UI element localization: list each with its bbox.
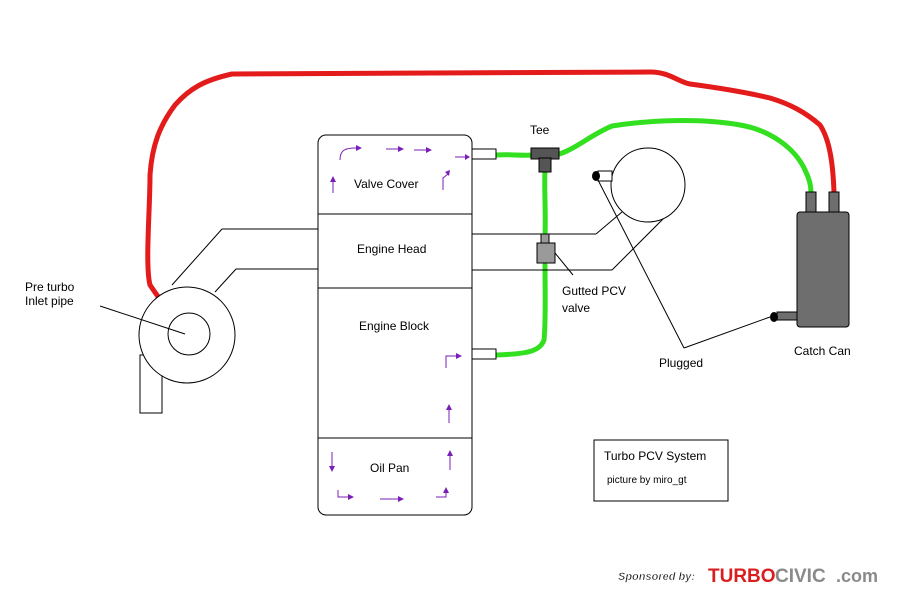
flow-arrow-head <box>465 154 470 160</box>
intake-line-lower-diag <box>214 268 237 293</box>
sponsor-brand-red: TURBO <box>708 566 776 587</box>
title-box-title: Turbo PCV System <box>604 449 706 463</box>
flow-arrow <box>436 492 447 498</box>
catch-can-body <box>796 211 850 328</box>
flow-arrow <box>445 355 456 368</box>
leader-gutted-pcv <box>554 252 574 276</box>
flow-arrow-head <box>447 450 453 456</box>
catch-can-inlet-left <box>805 191 817 215</box>
sponsor-prefix: Sponsored by: <box>618 571 695 583</box>
title-box-frame <box>593 439 729 502</box>
plugged-label: Plugged <box>659 356 703 370</box>
flow-arrow <box>339 147 357 161</box>
sponsor-banner: Sponsored by: TURBO CIVIC .com <box>618 566 878 587</box>
flow-arrow-head <box>446 404 452 410</box>
oil-pan-label: Oil Pan <box>370 461 409 475</box>
pcv-valve <box>536 233 556 264</box>
canister-body <box>610 147 686 223</box>
plugged-canister <box>592 147 686 223</box>
valve-cover-label: Valve Cover <box>354 177 418 191</box>
flow-arrow-head <box>398 496 404 502</box>
green-hose-pcv-to-block <box>493 262 548 358</box>
flow-arrow-head <box>330 176 336 182</box>
turbo-inlet <box>167 312 211 356</box>
head-line-lower-diag <box>611 209 673 271</box>
title-box-credit: picture by miro_gt <box>607 475 687 486</box>
canister-port <box>597 170 613 182</box>
intake-line-upper-diag <box>171 228 223 286</box>
valve-cover-fitting <box>471 148 497 160</box>
catch-can-label: Catch Can <box>794 344 851 358</box>
flow-arrow-head <box>456 353 462 359</box>
flow-arrow-head <box>398 146 404 152</box>
pre-turbo-label-line1: Pre turbo <box>25 280 75 294</box>
green-hose-tee-to-catch-can <box>553 118 814 195</box>
engine-block-fitting <box>471 348 497 360</box>
pcv-valve-body <box>536 242 556 264</box>
leader-plugged-canister <box>597 179 685 349</box>
head-line-upper-diag <box>595 211 623 235</box>
flow-arrow-head <box>445 170 450 176</box>
catch-can-plug <box>770 312 778 322</box>
gutted-pcv-label-line2: valve <box>562 301 590 315</box>
engine-head-label: Engine Head <box>357 242 426 256</box>
green-hose-tee-to-pcv <box>542 167 548 239</box>
tee-label: Tee <box>530 123 550 137</box>
flow-arrows <box>329 145 470 502</box>
tee-stem <box>538 157 552 173</box>
sponsor-suffix: .com <box>836 566 878 586</box>
flow-arrow-head <box>329 466 335 472</box>
flow-arrow-head <box>356 145 362 151</box>
engine <box>317 134 473 516</box>
flow-arrow-head <box>443 487 449 493</box>
flow-arrow-head <box>426 147 432 153</box>
gutted-pcv-label-line1: Gutted PCV <box>562 284 626 298</box>
catch-can-inlet-right <box>828 191 840 215</box>
engine-outline <box>317 134 473 516</box>
leader-pre-turbo <box>99 305 186 335</box>
title-box: Turbo PCV System picture by miro_gt <box>593 439 729 502</box>
leader-plugged-catch-can <box>683 316 771 349</box>
flow-arrow <box>337 490 348 498</box>
sponsor-brand-gray: CIVIC <box>775 566 826 587</box>
tee-fitting <box>530 147 560 173</box>
red-hose <box>145 69 837 328</box>
engine-block-label: Engine Block <box>359 319 430 333</box>
flow-arrow <box>442 173 449 190</box>
catch-can <box>770 191 850 328</box>
catch-can-side-port <box>776 311 798 321</box>
flow-arrow-head <box>348 494 354 500</box>
canister-plug <box>592 171 600 181</box>
pre-turbo-label-line2: Inlet pipe <box>25 294 74 308</box>
turbocharger <box>138 286 236 414</box>
pcv-valve-top <box>540 233 550 244</box>
green-hose-valve-cover-to-tee <box>493 152 537 158</box>
tee-horizontal <box>530 147 560 160</box>
